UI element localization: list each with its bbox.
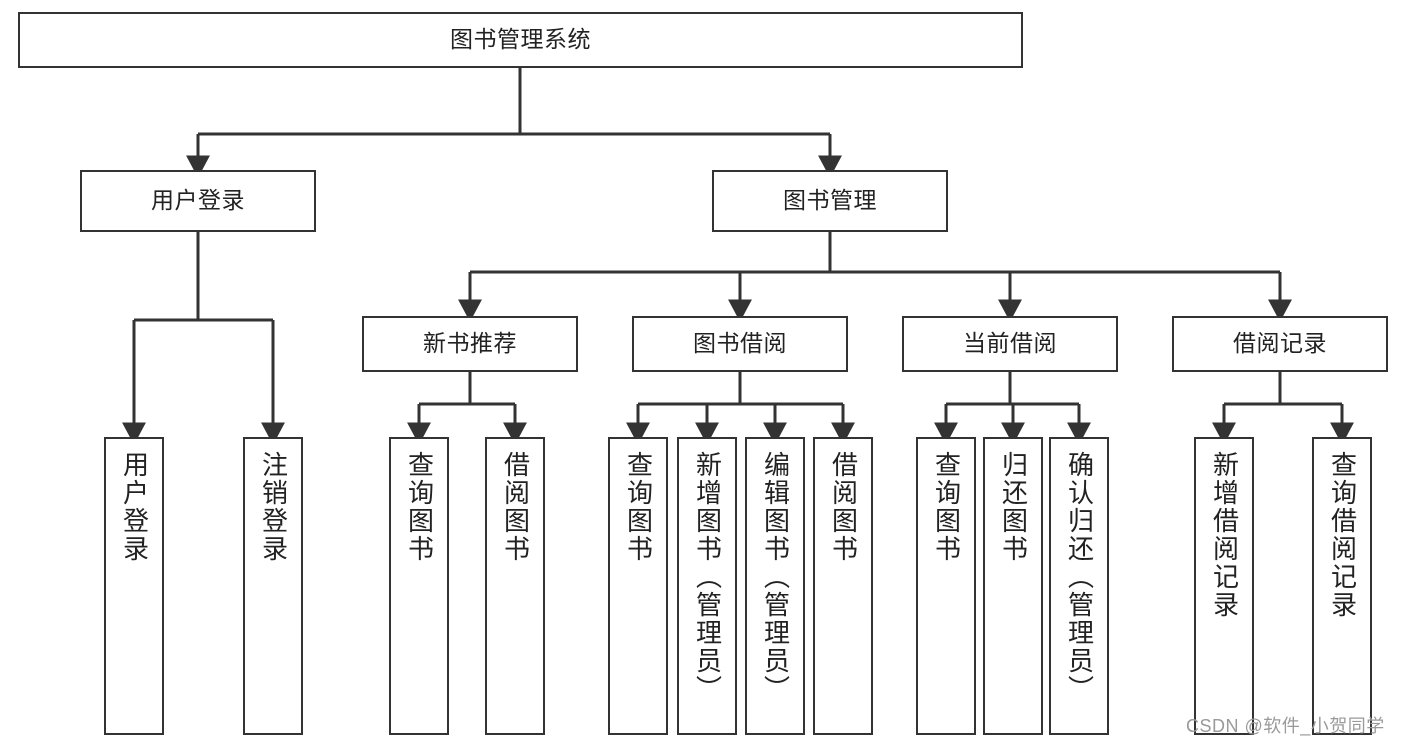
leaf-confirm-return-label: 确认归还（管理员） (1064, 451, 1095, 703)
node-current-borrow-label: 当前借阅 (963, 330, 1057, 357)
leaf-borrow-book-2[interactable]: 借阅图书 (813, 437, 873, 735)
leaf-add-book-label: 新增图书（管理员） (692, 451, 723, 703)
leaf-borrow-book-2-label: 借阅图书 (828, 451, 859, 563)
leaf-query-book-3-label: 查询图书 (931, 451, 962, 563)
node-book-borrow-label: 图书借阅 (693, 330, 787, 357)
leaf-logout-login[interactable]: 注销登录 (243, 437, 303, 735)
node-new-book-rec-label: 新书推荐 (423, 330, 517, 357)
leaf-query-record-label: 查询借阅记录 (1327, 451, 1358, 619)
leaf-query-book-2-label: 查询图书 (623, 451, 654, 563)
node-borrow-record-label: 借阅记录 (1233, 330, 1327, 357)
node-book-borrow[interactable]: 图书借阅 (632, 316, 848, 372)
node-new-book-rec[interactable]: 新书推荐 (362, 316, 578, 372)
leaf-return-book-label: 归还图书 (998, 451, 1029, 563)
node-borrow-record[interactable]: 借阅记录 (1172, 316, 1388, 372)
watermark: CSDN @软件_小贺同学 (1186, 716, 1385, 736)
leaf-query-book-2[interactable]: 查询图书 (608, 437, 668, 735)
node-user-login[interactable]: 用户登录 (80, 170, 316, 232)
leaf-query-book-1-label: 查询图书 (404, 451, 435, 563)
leaf-user-login-label: 用户登录 (119, 451, 150, 563)
node-book-manage[interactable]: 图书管理 (712, 170, 948, 232)
leaf-query-book-3[interactable]: 查询图书 (916, 437, 976, 735)
node-current-borrow[interactable]: 当前借阅 (902, 316, 1118, 372)
leaf-query-record[interactable]: 查询借阅记录 (1312, 437, 1372, 735)
leaf-edit-book[interactable]: 编辑图书（管理员） (745, 437, 805, 735)
node-book-manage-label: 图书管理 (783, 187, 877, 214)
leaf-query-book-1[interactable]: 查询图书 (389, 437, 449, 735)
node-root[interactable]: 图书管理系统 (18, 12, 1023, 68)
leaf-logout-login-label: 注销登录 (258, 451, 289, 563)
leaf-confirm-return[interactable]: 确认归还（管理员） (1049, 437, 1109, 735)
node-root-label: 图书管理系统 (450, 26, 591, 53)
leaf-add-record[interactable]: 新增借阅记录 (1194, 437, 1254, 735)
node-user-login-label: 用户登录 (151, 187, 245, 214)
leaf-add-book[interactable]: 新增图书（管理员） (677, 437, 737, 735)
leaf-borrow-book-1-label: 借阅图书 (500, 451, 531, 563)
leaf-edit-book-label: 编辑图书（管理员） (760, 451, 791, 703)
leaf-borrow-book-1[interactable]: 借阅图书 (485, 437, 545, 735)
leaf-return-book[interactable]: 归还图书 (983, 437, 1043, 735)
leaf-add-record-label: 新增借阅记录 (1209, 451, 1240, 619)
leaf-user-login[interactable]: 用户登录 (104, 437, 164, 735)
